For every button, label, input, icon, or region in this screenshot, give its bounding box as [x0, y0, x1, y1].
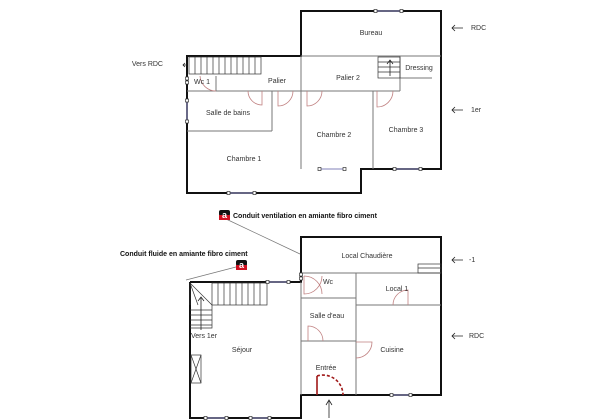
door	[392, 289, 409, 306]
vent-node	[185, 76, 189, 81]
annotation-ventilation[interactable]: a Conduit ventilation en amiante fibro c…	[219, 210, 378, 255]
svg-text:RDC: RDC	[469, 333, 484, 340]
asbestos-marker-icon[interactable]: a	[236, 260, 247, 270]
room-label-palier: Palier	[268, 78, 287, 85]
room-label-wc1: Wc 1	[194, 79, 210, 86]
room-label-palier2: Palier 2	[336, 75, 360, 82]
door	[307, 325, 324, 342]
room-label-salle-d-eau: Salle d'eau	[310, 313, 345, 320]
door	[306, 90, 323, 107]
level-marker-1er: 1er	[451, 106, 482, 114]
door	[199, 75, 217, 92]
upper-floor-plan: Bureau Dressing Palier Palier 2 Wc 1 Sal…	[132, 9, 486, 195]
door	[303, 275, 323, 295]
window	[226, 191, 257, 195]
vent-node	[299, 276, 303, 281]
window	[373, 9, 404, 13]
room-label-chambre3: Chambre 3	[389, 127, 424, 134]
leader-line	[225, 218, 301, 255]
stair-label-vers-rdc: Vers RDC	[132, 61, 163, 68]
room-label-chambre1: Chambre 1	[227, 156, 262, 163]
window	[392, 167, 423, 171]
window	[185, 98, 189, 124]
door	[376, 90, 394, 108]
room-label-cuisine: Cuisine	[380, 347, 403, 354]
svg-text:-1: -1	[469, 257, 475, 264]
room-label-chambre2: Chambre 2	[317, 132, 352, 139]
door	[277, 90, 294, 107]
svg-text:a: a	[222, 210, 228, 220]
window	[265, 280, 291, 284]
vent-node	[299, 272, 303, 277]
door	[247, 90, 263, 106]
room-label-sejour: Séjour	[232, 347, 253, 354]
annotation-text: Conduit ventilation en amiante fibro cim…	[233, 213, 378, 220]
room-label-local1: Local 1	[386, 286, 409, 293]
annotation-text: Conduit fluide en amiante fibro ciment	[120, 251, 248, 258]
arrow-left-icon	[182, 62, 187, 68]
room-label-wc: Wc	[323, 279, 334, 286]
arrow-left-icon	[451, 106, 463, 114]
entry-door-swing	[316, 374, 344, 396]
arrow-left-icon	[451, 332, 463, 340]
entrance-arrow-icon	[325, 399, 333, 418]
upper-outer-wall	[186, 10, 442, 194]
room-label-local-chaudiere: Local Chaudière	[342, 253, 393, 260]
stair-label-vers-1er: Vers 1er	[191, 333, 218, 340]
level-marker-rdc: RDC	[451, 24, 486, 32]
room-label-bureau: Bureau	[360, 30, 383, 37]
staircase	[188, 56, 262, 75]
room-label-entree: Entrée	[316, 365, 337, 372]
staircase	[189, 282, 268, 330]
window	[389, 393, 413, 397]
staircase	[377, 56, 401, 79]
room-label-dressing: Dressing	[405, 65, 433, 72]
arrow-left-icon	[451, 256, 463, 264]
leader-line	[185, 266, 237, 281]
lower-floor-plan: Local Chaudière Wc Local 1 Salle d'eau S…	[189, 236, 484, 420]
svg-text:RDC: RDC	[471, 25, 486, 32]
window	[248, 416, 272, 420]
window	[203, 416, 229, 420]
arrow-left-icon	[451, 24, 463, 32]
annotation-fluide[interactable]: Conduit fluide en amiante fibro ciment a	[120, 251, 248, 281]
fireplace-symbol	[190, 354, 202, 384]
level-marker-rdc: RDC	[451, 332, 484, 340]
asbestos-marker-icon[interactable]: a	[219, 210, 230, 220]
room-label-salle-de-bains: Salle de bains	[206, 110, 250, 117]
level-marker-minus1: -1	[451, 256, 475, 264]
vent-node	[185, 80, 189, 85]
svg-text:1er: 1er	[471, 107, 482, 114]
door	[355, 341, 373, 359]
lower-outer-wall-bottom	[189, 282, 441, 419]
svg-text:a: a	[239, 260, 245, 270]
vent-box	[417, 263, 442, 274]
window	[317, 167, 347, 171]
